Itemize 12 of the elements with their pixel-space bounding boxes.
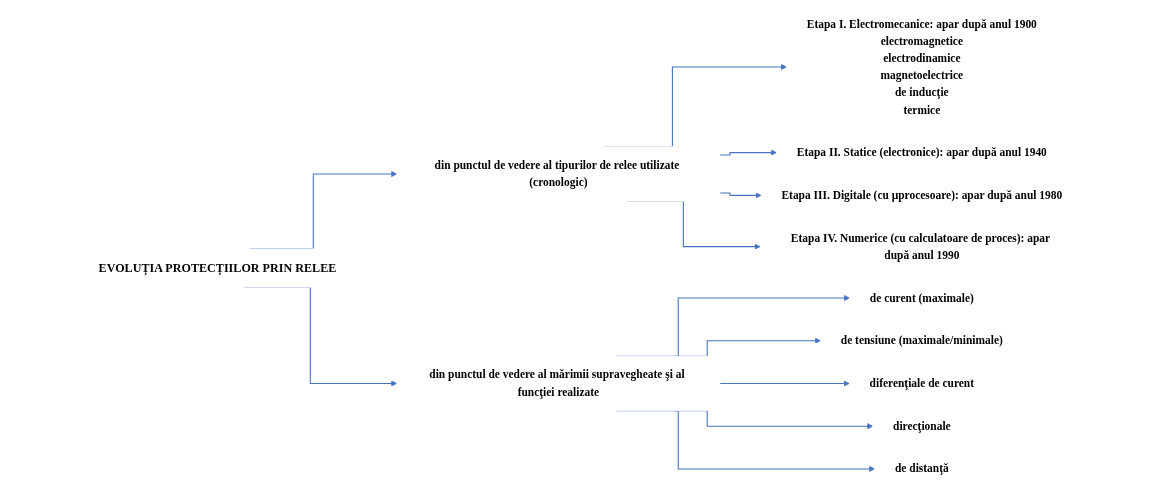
node-text: Etapa III. Digitale (cu μprocesoare): apar după anul 1980: [781, 188, 1062, 202]
node-text: direcţionale: [892, 419, 951, 433]
node-text: Etapa IV. Numerice (cu calculatoare de proces): apar după anul 1990: [790, 231, 1050, 262]
arrow: [719, 149, 777, 156]
node-text: Etapa I. Electromecanice: apar după anul 1900 electromagnetice electrodinamice magnetoelectrice de inducţie termice: [806, 17, 1037, 117]
node-text: diferenţiale de curent: [869, 376, 974, 390]
arrow: [719, 380, 850, 387]
arrow: [719, 192, 762, 199]
node-text: de tensiune (maximale/minimale): [840, 334, 1003, 347]
node-text: de distanţă: [894, 462, 949, 476]
node-text: Etapa II. Statice (electronice): apar după anul 1940: [796, 146, 1047, 159]
node-text: de curent (maximale): [869, 291, 974, 305]
